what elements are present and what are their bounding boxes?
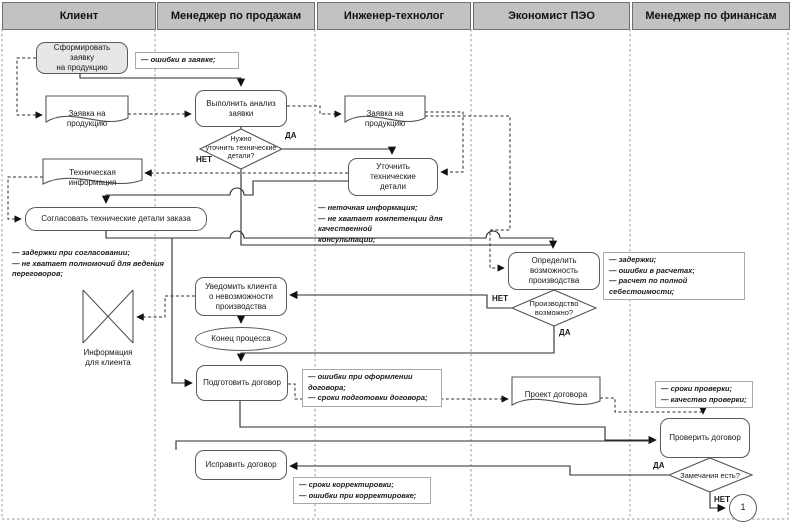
- flow-requestdoc2-to-determine: [425, 115, 511, 272]
- annotation-prepare-risks: — ошибки при оформлении договора; — срок…: [302, 369, 442, 407]
- branch-yes-need-details: ДА: [285, 131, 297, 140]
- lane-economist-label: Экономист ПЭО: [508, 10, 595, 22]
- lane-sales-manager: Менеджер по продажам: [157, 2, 315, 30]
- flow-requestdoc2-to-clarify: [425, 111, 464, 176]
- branch-no-production-possible: НЕТ: [492, 294, 508, 303]
- lane-economist: Экономист ПЭО: [473, 2, 630, 30]
- activity-agree-details: Согласовать технические детали заказа: [25, 207, 207, 231]
- branch-yes-production-possible: ДА: [559, 328, 571, 337]
- activity-fix-contract: Исправить договор: [195, 450, 287, 480]
- lane-finance-manager: Менеджер по финансам: [632, 2, 790, 30]
- activity-clarify-details: Уточнить технические детали: [348, 158, 438, 196]
- document-request-engineer: [344, 95, 426, 124]
- document-tech-info: [42, 158, 143, 185]
- flow-form-to-requestdoc: [16, 57, 43, 119]
- edge-fix-to-check: [175, 440, 653, 450]
- decision-has-remarks-label: Замечания есть?: [680, 470, 740, 480]
- edge-yes-to-fix: [289, 461, 669, 476]
- document-request-client: [45, 95, 129, 124]
- edge-yes-to-clarify: [282, 146, 397, 155]
- edge-prepare-to-check: [239, 401, 657, 445]
- flow-techinfo-to-agree: [7, 176, 43, 223]
- diagram-frame: [1, 29, 789, 520]
- flow-draft-to-check: [600, 397, 707, 415]
- annotation-agree-risks: — задержки при согласовании; — не хватае…: [12, 248, 164, 278]
- annotation-determine-risks: — задержки; — ошибки в расчетах; — расче…: [603, 252, 745, 300]
- edge-clarify-to-agree: [101, 180, 348, 204]
- edge-agree-to-determine: [105, 230, 558, 249]
- branch-no-has-remarks: НЕТ: [714, 495, 730, 504]
- flow-notify-to-infostore: [136, 295, 195, 321]
- document-contract-draft: [511, 376, 601, 406]
- edge-yes-to-prepare: [236, 326, 555, 362]
- activity-notify-client: Уведомить клиента о невозможности произв…: [195, 277, 287, 316]
- activity-form-request: Сформировать заявку на продукцию: [36, 42, 128, 74]
- lane-sales-label: Менеджер по продажам: [170, 10, 302, 22]
- decision-has-remarks: [667, 457, 754, 493]
- flow-analyze-to-requestdoc2: [287, 105, 342, 118]
- edge-no-to-determine: [240, 169, 553, 246]
- activity-determine-feasibility: Определить возможность производства: [508, 252, 600, 290]
- lane-engineer: Инженер-технолог: [317, 2, 471, 30]
- activity-check-contract: Проверить договор: [660, 418, 750, 458]
- info-store-label: Информация для клиента: [83, 348, 133, 367]
- edge-form-to-analyze: [79, 74, 246, 87]
- annotation-fix-risks: — сроки корректировки; — ошибки при корр…: [293, 477, 431, 504]
- decision-need-details: [198, 128, 284, 170]
- info-store-icon: [82, 289, 134, 344]
- lane-engineer-label: Инженер-технолог: [343, 10, 445, 22]
- annotation-clarify-risks: — неточная информация; — не хватает комп…: [318, 203, 443, 244]
- branch-yes-has-remarks: ДА: [653, 461, 665, 470]
- decision-need-details-label: Нужно уточнить технические детали?: [205, 136, 277, 161]
- annotation-check-risks: — сроки проверки; — качество проверки;: [655, 381, 753, 408]
- branch-no-need-details: НЕТ: [196, 155, 212, 164]
- activity-prepare-contract: Подготовить договор: [196, 365, 288, 401]
- lane-client: Клиент: [2, 2, 156, 30]
- document-contract-draft-label: Проект договора: [524, 390, 588, 399]
- edge-agree-to-prepare: [171, 238, 193, 388]
- offpage-connector-1: 1: [729, 494, 757, 522]
- terminator-end-process: Конец процесса: [195, 327, 287, 351]
- activity-analyze-request: Выполнить анализ заявки: [195, 90, 287, 127]
- edge-no-to-notify: [289, 290, 515, 309]
- decision-production-possible-label: Производство возможно?: [529, 299, 579, 317]
- edge-no-to-connector: [709, 492, 726, 513]
- decision-production-possible: [510, 289, 598, 327]
- document-tech-info-label: Техническая информация: [68, 168, 117, 187]
- lane-client-label: Клиент: [59, 10, 99, 22]
- lane-finance-label: Менеджер по финансам: [645, 10, 777, 22]
- document-request-engineer-label: Заявка на продукцию: [364, 109, 406, 128]
- annotation-request-errors: — ошибки в заявке;: [135, 52, 239, 69]
- document-request-client-label: Заявка на продукцию: [66, 109, 108, 128]
